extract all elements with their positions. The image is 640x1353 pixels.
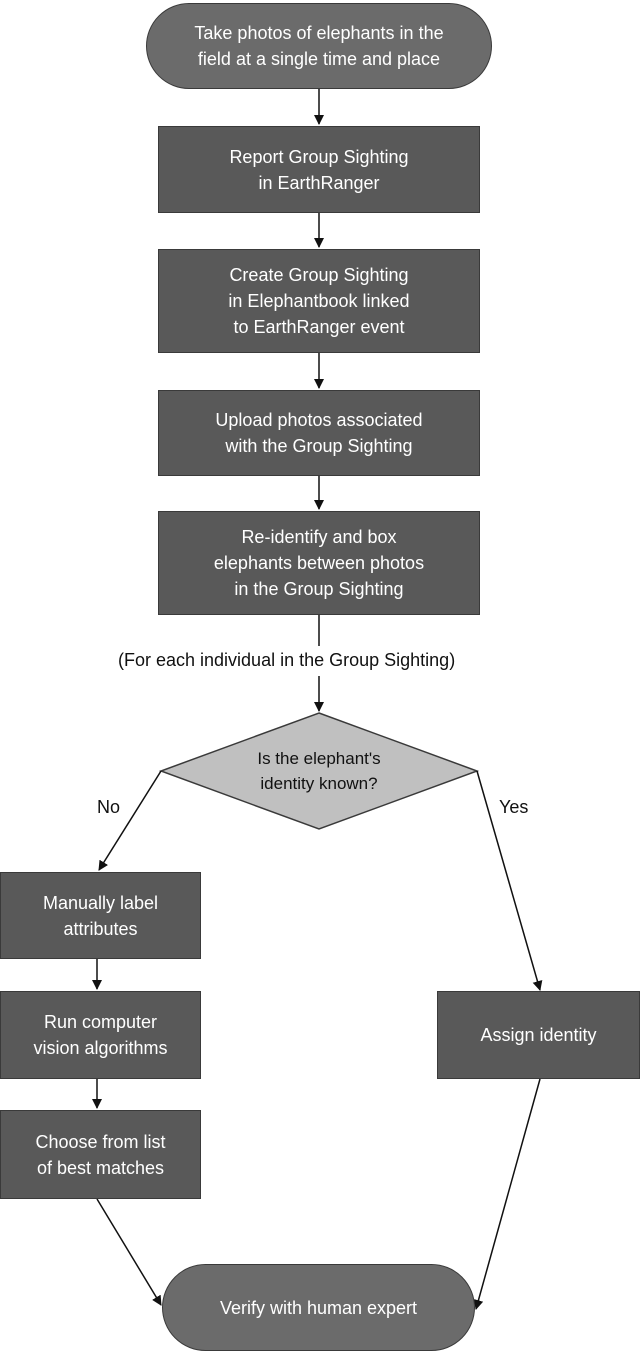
report-node: Report Group Sighting in EarthRanger xyxy=(158,126,480,213)
yes-label: Yes xyxy=(499,797,529,817)
manual-label-node: Manually label attributes xyxy=(0,872,201,959)
decision-text: Is the elephant's identity known? xyxy=(257,749,381,793)
arrow-decision-yes xyxy=(476,770,543,991)
decision-diamond xyxy=(158,712,480,830)
upload-node: Upload photos associated with the Group … xyxy=(158,390,480,476)
start-node: Take photos of elephants in the field at… xyxy=(146,3,492,89)
loop-label: (For each individual in the Group Sighti… xyxy=(118,650,456,670)
run-cv-node: Run computer vision algorithms xyxy=(0,991,201,1079)
arrow-assign-to-verify xyxy=(473,1078,541,1310)
reidentify-node: Re-identify and box elephants between ph… xyxy=(158,511,480,615)
arrow-choose-to-verify xyxy=(96,1198,162,1306)
verify-node: Verify with human expert xyxy=(162,1264,475,1351)
create-node: Create Group Sighting in Elephantbook li… xyxy=(158,249,480,353)
arrow-decision-no xyxy=(98,770,162,871)
assign-identity-node: Assign identity xyxy=(437,991,640,1079)
choose-matches-node: Choose from list of best matches xyxy=(0,1110,201,1199)
no-label: No xyxy=(97,797,121,817)
